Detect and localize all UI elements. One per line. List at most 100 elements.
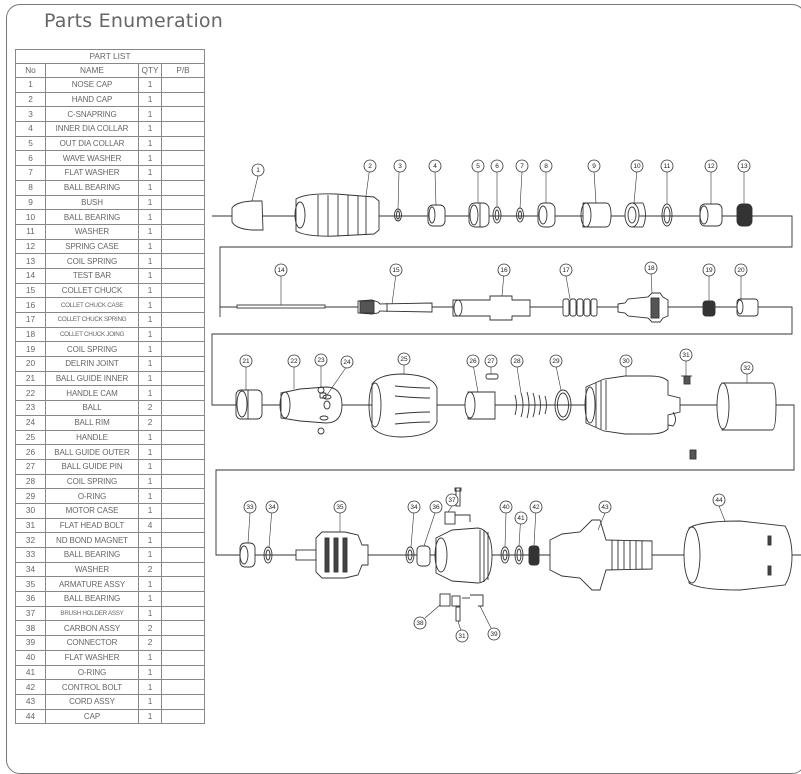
part-spring-case: [699, 203, 723, 227]
callout-32: 32: [740, 361, 754, 375]
svg-text:12: 12: [707, 163, 715, 170]
cell-no: 14: [15, 267, 46, 284]
part-nose-cap: [231, 200, 264, 231]
part-flat-head-bolt-31-top: [681, 375, 692, 385]
svg-text:19: 19: [705, 267, 713, 274]
callout-43: 43: [598, 500, 612, 514]
callout-20: 20: [734, 263, 748, 277]
callout-3: 3: [393, 159, 407, 173]
part-ball-bearing-10: [624, 202, 646, 228]
callout-31: 31: [455, 629, 469, 643]
callout-21: 21: [239, 354, 253, 368]
svg-text:35: 35: [336, 504, 344, 511]
cell-pb: [161, 400, 205, 416]
callout-1: 1: [251, 163, 265, 177]
part-o-ring-29: [554, 389, 572, 421]
callout-34: 34: [265, 500, 279, 514]
part-coil-spring-28: [514, 391, 547, 419]
cell-no: 23: [15, 400, 46, 416]
part-c-snapring: [394, 208, 402, 222]
part-brush-holder-assy: [434, 487, 493, 584]
svg-text:15: 15: [392, 267, 400, 274]
cell-name: COIL SPRING: [45, 253, 139, 269]
cell-name: BALL GUIDE OUTER: [45, 444, 139, 460]
part-collet-chuck-joing: [617, 292, 669, 323]
part-ball-bearing-8: [537, 202, 556, 228]
callout-17: 17: [559, 263, 573, 277]
callout-8: 8: [539, 159, 553, 173]
svg-text:22: 22: [290, 358, 298, 365]
callout-7: 7: [515, 159, 529, 173]
part-ball-bearing-33: [239, 542, 256, 568]
part-flat-head-bolt-31-low: [455, 606, 461, 622]
part-out-dia-collar: [468, 202, 490, 228]
cell-qty: 1: [138, 458, 162, 475]
callout-33: 33: [243, 500, 257, 514]
part-armature-assy: [295, 531, 369, 579]
svg-text:23: 23: [317, 357, 325, 364]
svg-text:34: 34: [410, 504, 418, 511]
cell-qty: 1: [138, 473, 162, 490]
callout-41: 41: [514, 511, 528, 525]
svg-text:8: 8: [544, 163, 548, 170]
part-ball-bearing-36: [416, 545, 431, 567]
part-connector: [462, 594, 484, 607]
svg-text:42: 42: [532, 504, 540, 511]
cell-no: 1: [15, 77, 46, 93]
callout-25: 25: [397, 352, 411, 366]
cell-no: 17: [15, 312, 46, 328]
callout-44: 44: [712, 493, 726, 507]
part-wave-washer: [492, 206, 502, 224]
part-test-bar: [236, 304, 326, 309]
callout-27: 27: [484, 354, 498, 368]
svg-text:5: 5: [476, 163, 480, 170]
part-cap: [683, 520, 793, 591]
cell-name: O-RING: [45, 488, 139, 504]
callout-13: 13: [737, 159, 751, 173]
part-flat-washer: [516, 207, 524, 223]
cell-pb: [161, 106, 205, 123]
part-motor-case: [584, 375, 681, 435]
cell-pb: [161, 370, 205, 387]
part-coil-spring-13: [736, 203, 753, 227]
svg-text:26: 26: [469, 358, 477, 365]
svg-text:31: 31: [682, 352, 690, 359]
part-delrin-joint: [736, 298, 759, 317]
part-coil-spring-19: [702, 300, 716, 317]
svg-text:25: 25: [400, 356, 408, 363]
callout-26: 26: [466, 354, 480, 368]
callout-30: 30: [619, 354, 633, 368]
svg-text:28: 28: [513, 358, 521, 365]
part-hand-cap: [294, 193, 380, 237]
page-title: Parts Enumeration: [44, 10, 223, 32]
svg-text:6: 6: [495, 163, 499, 170]
callout-12: 12: [704, 159, 718, 173]
svg-text:14: 14: [277, 267, 285, 274]
cell-pb: [161, 429, 205, 446]
svg-text:44: 44: [715, 497, 723, 504]
callout-10: 10: [630, 159, 644, 173]
part-collet-chuck: [357, 299, 433, 315]
svg-text:34: 34: [268, 504, 276, 511]
